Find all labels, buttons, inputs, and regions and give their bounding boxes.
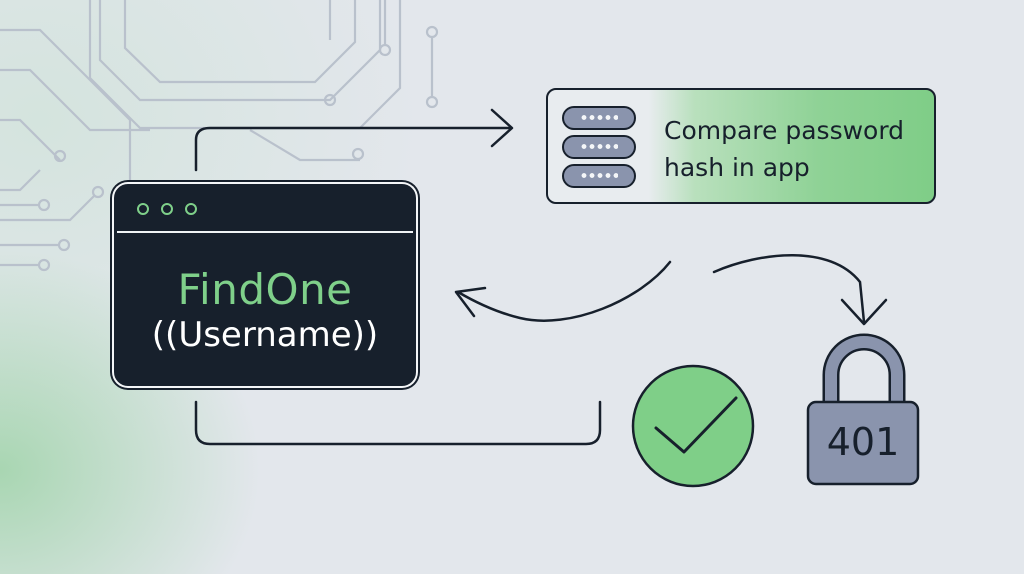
server-stack-icon [562, 164, 636, 188]
success-path-line [194, 400, 602, 446]
compare-label-line-2: hash in app [664, 153, 810, 182]
arrow-return-head [454, 286, 487, 318]
query-terminal-window: FindOne ((Username)) [114, 184, 416, 386]
query-method-name: FindOne [177, 265, 353, 314]
query-argument: ((Username)) [151, 315, 379, 355]
compare-label: Compare password hash in app [664, 112, 934, 186]
compare-hash-box: Compare password hash in app [546, 88, 936, 204]
arrow-to-lock-head [840, 298, 888, 326]
compare-label-line-1: Compare password [664, 116, 905, 145]
arrow-to-compare [194, 126, 512, 172]
unauthorized-code: 401 [826, 420, 900, 464]
window-dot-icon [161, 203, 173, 215]
window-dot-icon [137, 203, 149, 215]
server-stack-icon [562, 106, 636, 130]
padlock-icon [806, 333, 920, 486]
terminal-title-bar [117, 187, 413, 233]
arrow-to-lock [712, 254, 866, 324]
arrow-to-compare-head [490, 108, 514, 148]
check-icon [631, 364, 755, 488]
arrow-return-to-query [456, 260, 672, 322]
server-stack-icon [562, 135, 636, 159]
window-dot-icon [185, 203, 197, 215]
